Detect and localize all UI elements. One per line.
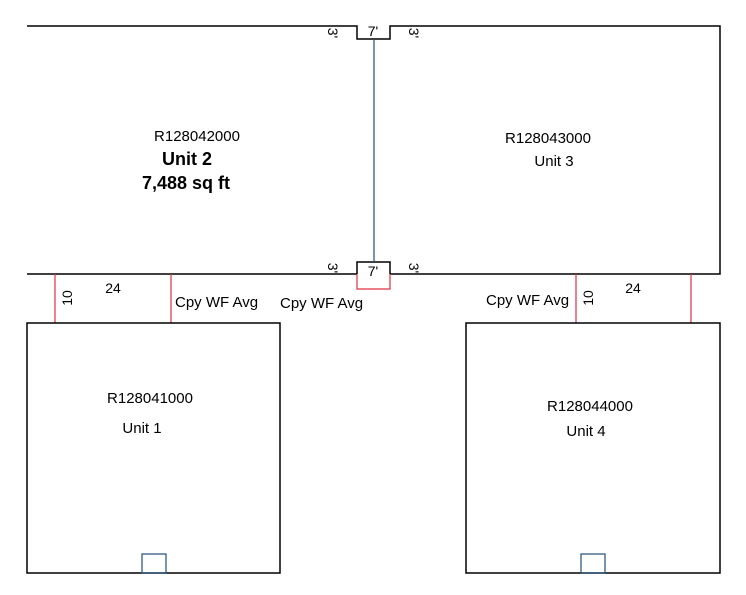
canopy-left: 10 24 Cpy WF Avg [54,274,258,323]
unit2-name: Unit 2 [162,149,212,169]
canopy-depth: 10 [580,290,596,306]
bottom-notch-right-side: 3' [406,263,422,273]
canopy-center-label: Cpy WF Avg [280,295,363,312]
canopy-width: 24 [625,280,641,296]
unit4-door [580,553,606,574]
canopy-depth: 10 [59,290,75,306]
unit4-outline [465,322,721,574]
unit1-door [141,553,167,574]
unit4-parcel: R128044000 [547,398,633,415]
unit4-building: R128044000 Unit 4 [465,322,721,574]
top-notch-right-side: 3' [406,28,422,38]
top-notch-left-side: 3' [325,28,341,38]
bottom-notch-left-side: 3' [325,263,341,273]
main-building-outline [27,25,721,275]
unit1-name: Unit 1 [122,420,161,437]
canopy-right: 10 24 Cpy WF Avg [486,274,692,323]
unit3-name: Unit 3 [534,153,573,170]
bottom-notch-width: 7' [368,263,378,279]
unit2-area: 7,488 sq ft [142,173,230,193]
unit1-building: R128041000 Unit 1 [26,322,281,574]
main-building: 7' 7' 3' 3' 3' 3' R128042000 Unit 2 7,48… [27,23,721,290]
top-notch-width: 7' [368,23,378,39]
canopy-label: Cpy WF Avg [486,292,569,309]
unit1-outline [26,322,281,574]
unit4-name: Unit 4 [566,423,605,440]
canopy-label: Cpy WF Avg [175,294,258,311]
bottom-notch-canopy [356,274,391,290]
unit2-parcel: R128042000 [154,128,240,145]
unit3-parcel: R128043000 [505,130,591,147]
unit1-parcel: R128041000 [107,390,193,407]
canopy-width: 24 [105,280,121,296]
